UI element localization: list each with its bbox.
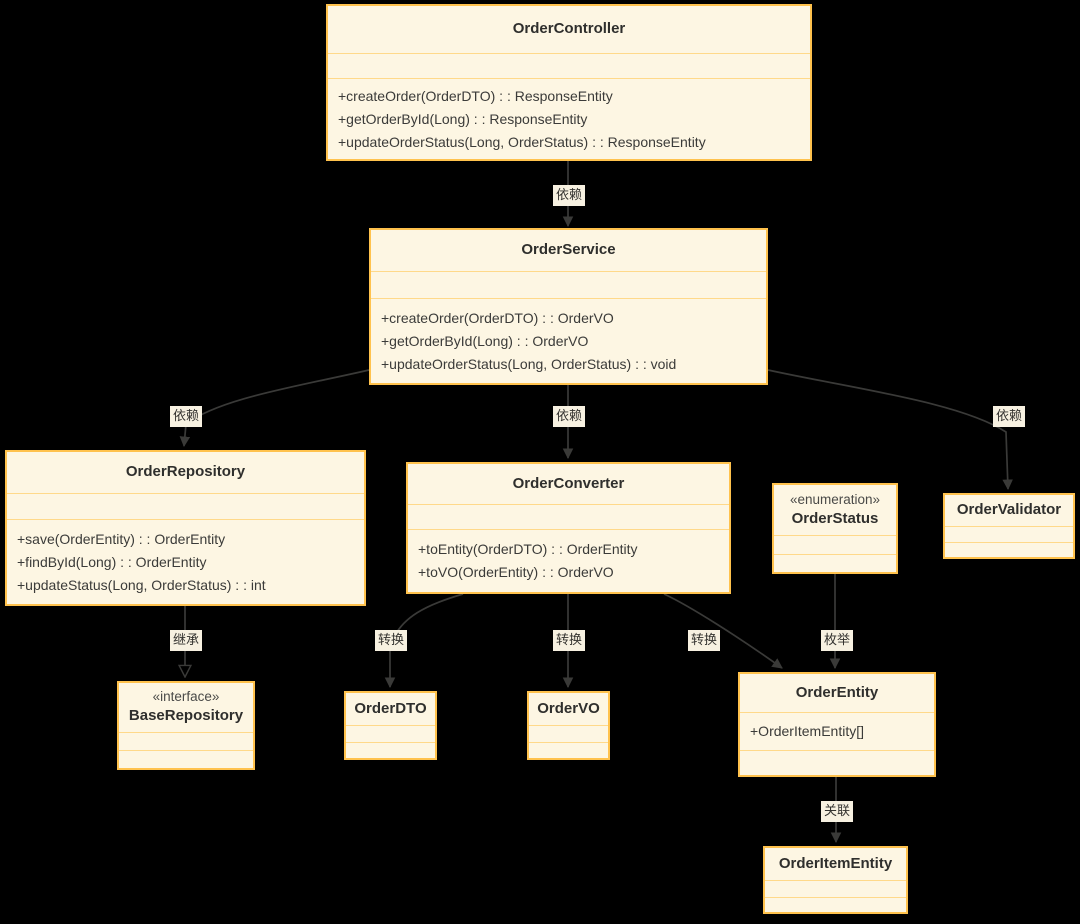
class-method: +save(OrderEntity) : : OrderEntity [17, 530, 226, 547]
class-method: +getOrderById(Long) : : OrderVO [381, 332, 589, 349]
class-attributes-compartment [765, 881, 906, 898]
class-methods-compartment: +createOrder(OrderDTO) : : OrderVO +getO… [371, 299, 766, 383]
class-node-order-repository[interactable]: OrderRepository +save(OrderEntity) : : O… [5, 450, 366, 606]
edge-service-repository [179, 369, 370, 448]
class-methods-compartment: +toEntity(OrderDTO) : : OrderEntity +toV… [408, 530, 729, 592]
edge-label-enumeration: 枚举 [821, 630, 854, 651]
class-method: +toVO(OrderEntity) : : OrderVO [418, 564, 614, 580]
class-method: +getOrderById(Long) : : ResponseEntity [338, 110, 588, 127]
class-title: OrderDTO [354, 699, 427, 717]
edge-label-dependency: 依赖 [553, 406, 586, 427]
class-title: OrderConverter [512, 474, 625, 492]
class-attributes-compartment [119, 733, 253, 751]
class-title: OrderEntity [795, 683, 879, 701]
class-node-order-service[interactable]: OrderService +createOrder(OrderDTO) : : … [369, 228, 768, 385]
class-title: OrderStatus [791, 509, 879, 527]
class-title: OrderItemEntity [778, 854, 893, 872]
edge-label-dependency: 依赖 [170, 406, 203, 427]
class-title: OrderRepository [125, 463, 246, 481]
class-node-order-validator[interactable]: OrderValidator [943, 493, 1075, 559]
class-title: OrderVO [537, 699, 600, 717]
class-name-compartment: «enumeration» OrderStatus [774, 485, 896, 536]
class-name-compartment: OrderController [328, 6, 810, 54]
class-node-order-controller[interactable]: OrderController +createOrder(OrderDTO) :… [326, 4, 812, 161]
class-methods-compartment [765, 898, 906, 912]
class-method: +findById(Long) : : OrderEntity [17, 553, 207, 570]
class-methods-compartment [945, 543, 1073, 557]
class-node-order-entity[interactable]: OrderEntity +OrderItemEntity[] [738, 672, 936, 777]
class-method: +createOrder(OrderDTO) : : ResponseEntit… [338, 87, 613, 104]
class-node-order-converter[interactable]: OrderConverter +toEntity(OrderDTO) : : O… [406, 462, 731, 594]
edge-label-inheritance: 继承 [170, 630, 203, 651]
class-name-compartment: OrderVO [529, 693, 608, 726]
class-attributes-compartment [529, 726, 608, 743]
edge-label-association: 关联 [821, 801, 854, 822]
class-attributes-compartment [945, 527, 1073, 543]
class-node-order-item-entity[interactable]: OrderItemEntity [763, 846, 908, 914]
class-name-compartment: OrderEntity [740, 674, 934, 713]
class-methods-compartment: +createOrder(OrderDTO) : : ResponseEntit… [328, 79, 810, 159]
class-methods-compartment: +save(OrderEntity) : : OrderEntity +find… [7, 520, 364, 604]
class-attributes-compartment [774, 536, 896, 555]
class-name-compartment: OrderConverter [408, 464, 729, 505]
class-stereotype: «enumeration» [789, 491, 881, 507]
class-title: OrderService [521, 241, 616, 259]
class-node-base-repository[interactable]: «interface» BaseRepository [117, 681, 255, 770]
class-method: +createOrder(OrderDTO) : : OrderVO [381, 309, 614, 326]
class-name-compartment: OrderValidator [945, 495, 1073, 527]
class-name-compartment: OrderRepository [7, 452, 364, 494]
class-methods-compartment [346, 743, 435, 758]
class-node-order-dto[interactable]: OrderDTO [344, 691, 437, 760]
class-name-compartment: OrderDTO [346, 693, 435, 726]
class-method: +updateOrderStatus(Long, OrderStatus) : … [381, 355, 677, 372]
class-method: +toEntity(OrderDTO) : : OrderEntity [418, 541, 638, 557]
class-methods-compartment [774, 555, 896, 572]
class-attributes-compartment [408, 505, 729, 530]
edge-converter-entity [663, 593, 783, 669]
class-methods-compartment [529, 743, 608, 758]
class-name-compartment: OrderService [371, 230, 766, 272]
edge-label-conversion: 转换 [375, 630, 408, 651]
edge-label-dependency: 依赖 [553, 185, 586, 206]
class-method: +updateOrderStatus(Long, OrderStatus) : … [338, 133, 706, 150]
edge-label-conversion: 转换 [688, 630, 721, 651]
edge-label-conversion: 转换 [553, 630, 586, 651]
class-attributes-compartment [346, 726, 435, 743]
class-attribute: +OrderItemEntity[] [750, 723, 864, 739]
class-node-order-status[interactable]: «enumeration» OrderStatus [772, 483, 898, 574]
edge-label-dependency: 依赖 [993, 406, 1026, 427]
class-attributes-compartment [371, 272, 766, 299]
class-methods-compartment [119, 751, 253, 768]
class-method: +updateStatus(Long, OrderStatus) : : int [17, 576, 266, 593]
class-name-compartment: «interface» BaseRepository [119, 683, 253, 733]
class-title: OrderController [512, 20, 626, 38]
class-attributes-compartment [328, 54, 810, 79]
class-attributes-compartment: +OrderItemEntity[] [740, 713, 934, 751]
class-name-compartment: OrderItemEntity [765, 848, 906, 881]
class-title: OrderValidator [956, 501, 1062, 519]
class-title: BaseRepository [128, 707, 244, 725]
edge-service-validator [767, 369, 1013, 491]
class-attributes-compartment [7, 494, 364, 520]
class-node-order-vo[interactable]: OrderVO [527, 691, 610, 760]
class-methods-compartment [740, 751, 934, 775]
class-stereotype: «interface» [152, 689, 220, 705]
